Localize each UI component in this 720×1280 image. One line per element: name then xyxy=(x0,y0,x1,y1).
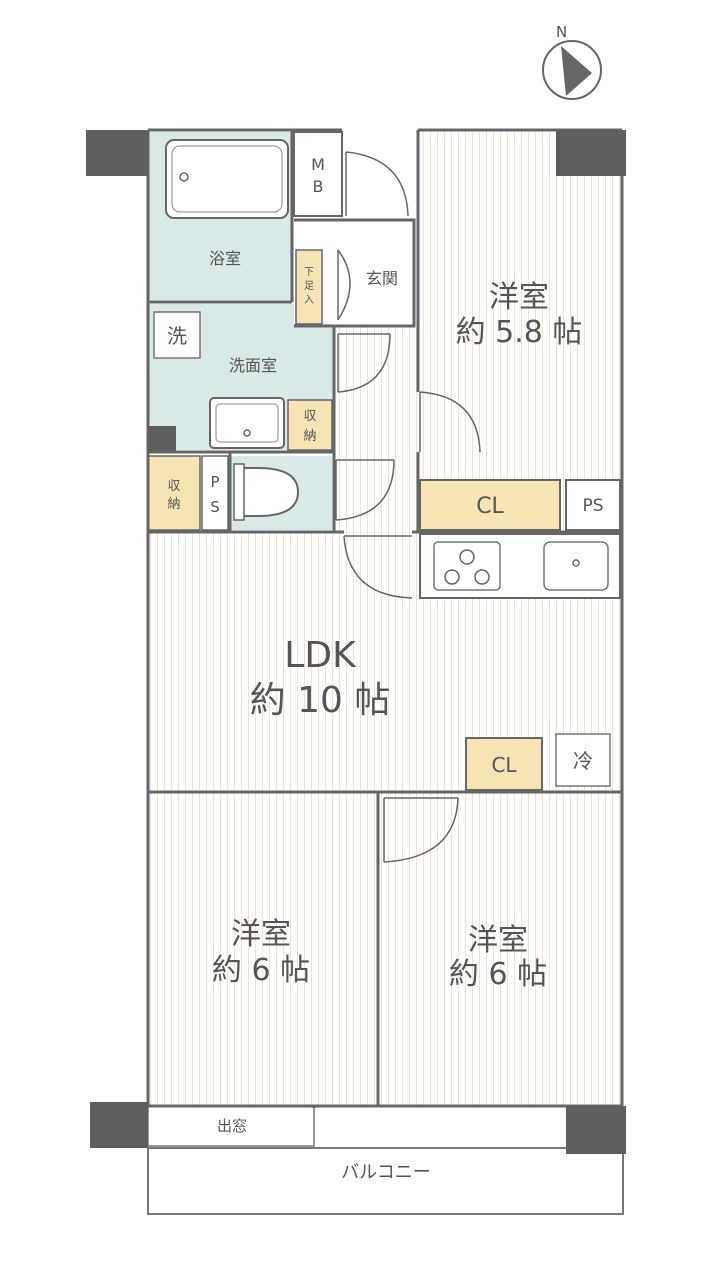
shoe-box xyxy=(295,249,323,325)
western-room-sw-floor xyxy=(148,792,377,1106)
door-entrance-inner xyxy=(337,249,351,321)
balcony-outline xyxy=(147,1147,624,1215)
drain-icon xyxy=(179,172,189,182)
door-toilet xyxy=(335,459,395,521)
wall-toilet xyxy=(228,452,336,532)
door-ldk xyxy=(343,535,413,599)
stove-icon xyxy=(433,541,501,591)
storage-washroom xyxy=(287,399,333,451)
meter-box xyxy=(293,131,343,217)
bath-name: 浴室 xyxy=(209,249,241,268)
pillar-bottom-right xyxy=(566,1106,626,1154)
compass-circle xyxy=(542,40,602,100)
western-room-se-floor xyxy=(379,792,620,1106)
closet-ldk-label: CL xyxy=(491,753,517,777)
entrance-name: 玄関 xyxy=(366,269,398,288)
pillar-top-right xyxy=(556,130,626,176)
door-western-north xyxy=(419,391,481,453)
storage-washroom-label-1: 収 xyxy=(303,409,316,424)
toilet-icon xyxy=(237,467,300,517)
ps-right-label: PS xyxy=(582,496,603,516)
western-se-name: 洋室 xyxy=(468,923,528,958)
storage-left xyxy=(147,455,201,531)
western-sw-name: 洋室 xyxy=(231,917,291,952)
vanity-sink-icon xyxy=(209,397,285,449)
washer-space xyxy=(153,311,201,359)
pillar-top-left xyxy=(86,130,148,176)
bathtub-icon xyxy=(165,139,289,219)
door-washroom xyxy=(337,333,391,393)
door-western-se xyxy=(383,797,459,863)
doors xyxy=(335,151,481,863)
compass: N xyxy=(542,23,602,100)
vanity-bowl xyxy=(215,403,279,443)
shoe-box-label-3: 入 xyxy=(304,295,314,306)
western-room-north-floor xyxy=(420,132,620,530)
fridge-label: 冷 xyxy=(573,749,593,773)
pillars xyxy=(86,130,626,1154)
toilet-tank xyxy=(233,463,245,521)
shoe-box-label-2: 足 xyxy=(304,280,314,292)
kitchen-drain xyxy=(572,559,580,567)
ldk-name: LDK xyxy=(284,635,357,676)
washroom-name: 洗面室 xyxy=(229,356,277,375)
burner-2-icon xyxy=(444,569,460,585)
pillar-washroom xyxy=(148,426,176,452)
wall-entrance-top xyxy=(294,218,416,328)
balcony: バルコニー 出窓 xyxy=(147,1105,624,1215)
hall-floor xyxy=(333,326,420,533)
north-arrow-icon xyxy=(561,46,592,96)
storage-left-label-2: 納 xyxy=(167,497,180,512)
meter-box-label-2: B xyxy=(313,177,324,196)
closet-ldk xyxy=(465,737,543,791)
closet-north xyxy=(419,479,561,531)
ldk-size: 約 10 帖 xyxy=(250,680,391,721)
bay-window xyxy=(147,1105,315,1147)
western-sw-size: 約 6 帖 xyxy=(212,953,310,988)
equipment xyxy=(165,139,621,599)
compass-label: N xyxy=(556,23,567,41)
pillar-bottom-left xyxy=(90,1102,148,1148)
storage-washroom-label-2: 納 xyxy=(303,429,316,444)
fixtures: CL PS CL 冷 収 納 P S 収 納 下 足 入 M B 洗 xyxy=(147,131,621,791)
western-se-size: 約 6 帖 xyxy=(449,957,547,992)
shoe-box-label-1: 下 xyxy=(304,267,314,278)
burner-3-icon xyxy=(474,569,490,585)
closet-north-label: CL xyxy=(476,494,504,519)
fridge-space xyxy=(555,733,611,787)
bathtub-inner xyxy=(171,145,283,213)
washer-label: 洗 xyxy=(167,324,187,348)
vanity-drain xyxy=(243,429,251,437)
burner-1-icon xyxy=(459,549,475,565)
western-north-size: 約 5.8 帖 xyxy=(456,315,583,350)
ps-left-label-2: S xyxy=(210,498,220,516)
ps-right xyxy=(565,479,621,531)
meter-box-label-1: M xyxy=(311,155,325,174)
storage-left-label-1: 収 xyxy=(167,479,180,494)
floors xyxy=(148,132,620,1106)
balcony-label: バルコニー xyxy=(341,1162,431,1183)
door-meter-box xyxy=(345,151,409,217)
room-labels: 洋室 約 5.8 帖 LDK 約 10 帖 洋室 約 6 帖 洋室 約 6 帖 … xyxy=(209,249,582,992)
walls xyxy=(146,128,624,1108)
ps-left xyxy=(201,455,229,531)
bay-window-label: 出窓 xyxy=(217,1117,247,1135)
western-north-name: 洋室 xyxy=(489,280,549,315)
ps-left-label-1: P xyxy=(210,473,219,491)
